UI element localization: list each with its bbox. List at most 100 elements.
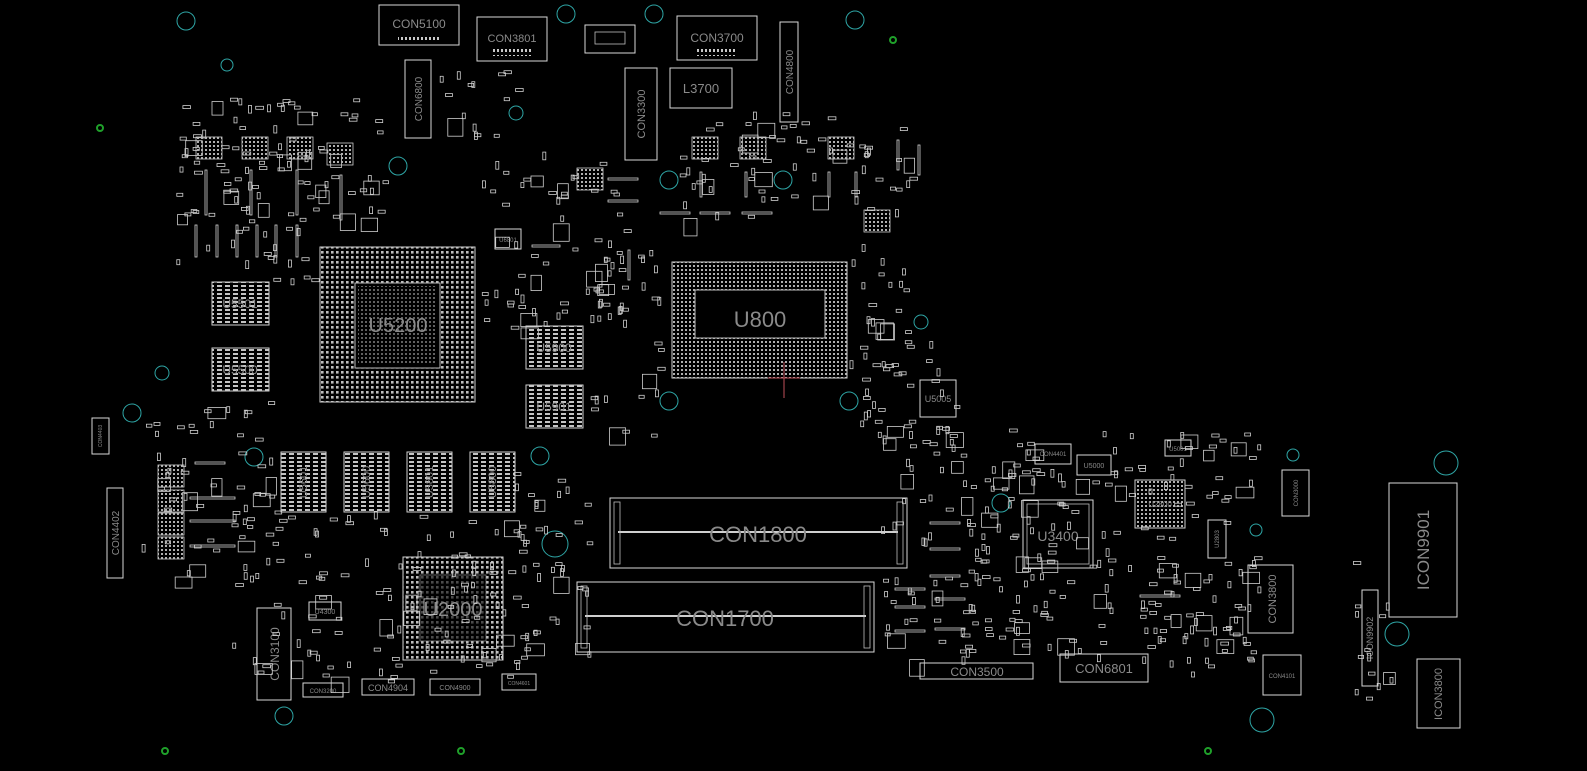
passive-footprint [296, 227, 301, 237]
inductor-l3700[interactable]: L3700 [669, 67, 733, 109]
passive-footprint [936, 368, 941, 377]
trace-part [295, 169, 299, 216]
connector-con4904[interactable]: CON4904 [361, 678, 415, 696]
passive-footprint [968, 569, 975, 574]
inductor-footprint [241, 136, 269, 160]
chip-u5901[interactable]: U5901 [525, 384, 584, 429]
passive-footprint [1230, 442, 1247, 457]
chip-u5601[interactable]: U5601 [280, 451, 327, 513]
passive-footprint [1357, 655, 1365, 659]
connector-con4402[interactable]: CON4402 [106, 487, 124, 579]
connector-con4601[interactable]: CON4601 [501, 673, 537, 691]
passive-footprint [1213, 626, 1217, 636]
passive-footprint [970, 485, 977, 489]
passive-footprint [1022, 643, 1031, 648]
passive-footprint [383, 588, 392, 592]
passive-footprint [460, 655, 465, 663]
trace-part [894, 587, 926, 591]
passive-footprint [193, 544, 202, 549]
passive-footprint [679, 173, 687, 178]
trace-part [189, 496, 236, 500]
passive-footprint [520, 327, 539, 340]
con3801-label: CON3801 [488, 33, 537, 45]
connector-con4403[interactable]: CON4403 [91, 417, 110, 455]
chip-u5600[interactable]: U5600 [343, 451, 390, 513]
connector-icon3800[interactable]: ICON3800 [1416, 658, 1461, 729]
connector-con3801[interactable]: CON3801 [476, 16, 548, 62]
passive-footprint [960, 453, 968, 458]
passive-footprint [908, 419, 917, 424]
passive-footprint [518, 305, 527, 309]
passive-footprint [1172, 563, 1179, 568]
passive-footprint [395, 663, 403, 668]
connector-con3300[interactable]: CON3300 [624, 67, 658, 161]
passive-footprint [254, 663, 273, 675]
passive-footprint [495, 601, 500, 609]
passive-footprint [1040, 613, 1049, 617]
passive-footprint [1049, 589, 1056, 594]
chip-u5800[interactable]: U5800 [469, 451, 516, 513]
passive-footprint [1157, 568, 1164, 573]
passive-footprint [1206, 494, 1214, 499]
connector-con4900[interactable]: CON4900 [429, 678, 481, 696]
chip-u5900[interactable]: U5900 [525, 325, 584, 370]
chip-u5001[interactable]: U5001 [1164, 439, 1192, 457]
passive-footprint [861, 282, 866, 290]
connector-con6800[interactable]: CON6800 [404, 59, 432, 139]
trace-part [699, 171, 703, 198]
connector-con5100[interactable]: CON5100 [378, 4, 460, 46]
passive-footprint [1212, 491, 1219, 495]
slot-con1700[interactable]: CON1700 [576, 581, 875, 653]
u5500-label: U5500 [222, 363, 258, 377]
passive-footprint [329, 517, 338, 522]
connector-con3500[interactable]: CON3500 [919, 662, 1034, 680]
chip-u5801[interactable]: U5801 [406, 451, 453, 513]
passive-footprint [965, 649, 970, 658]
connector-con3700[interactable]: CON3700 [676, 15, 758, 61]
connector-con4800[interactable]: CON4800 [779, 21, 799, 123]
passive-footprint [954, 405, 961, 409]
passive-footprint [921, 537, 926, 546]
passive-footprint [1144, 627, 1149, 634]
connector-con6801[interactable]: CON6801 [1059, 653, 1149, 683]
passive-footprint [387, 594, 392, 601]
chip-u5000[interactable]: U5000 [1076, 454, 1112, 476]
connector-con3000[interactable]: CON3000 [1281, 469, 1310, 517]
passive-footprint [555, 618, 560, 625]
passive-footprint [641, 256, 645, 263]
passive-footprint [860, 420, 865, 428]
connector-con3200[interactable]: CON3200 [302, 682, 344, 698]
chip-u5005[interactable]: U5005 [919, 379, 957, 418]
passive-footprint [928, 494, 933, 502]
chip-u5501[interactable]: U5501 [211, 281, 270, 326]
chip-u4300[interactable]: U4300 [308, 601, 342, 621]
chip-u5500[interactable]: U5500 [211, 347, 270, 392]
chip-u2803[interactable]: U2803 [1207, 519, 1227, 559]
passive-footprint [1027, 441, 1035, 446]
passive-footprint [490, 562, 494, 571]
passive-footprint [257, 464, 267, 469]
connector-icon9901[interactable]: ICON9901 [1388, 482, 1458, 618]
slot-con1800[interactable]: CON1800 [609, 497, 908, 569]
passive-footprint [1153, 627, 1158, 634]
trace-part [894, 605, 926, 609]
passive-footprint [373, 510, 378, 520]
chip-u800[interactable]: U800 [671, 261, 848, 379]
con4904-label: CON4904 [368, 683, 408, 693]
connector-icon9902[interactable]: ICON9902 [1361, 589, 1379, 687]
passive-footprint [484, 318, 491, 323]
passive-footprint [297, 111, 314, 126]
connector-con4401[interactable]: CON4401 [1034, 443, 1072, 465]
passive-footprint [223, 181, 232, 186]
connector-usb-top[interactable] [584, 24, 636, 54]
chip-u2800[interactable]: U2800 [1134, 479, 1186, 529]
chip-u5200[interactable]: U5200 [319, 246, 476, 403]
passive-footprint [1012, 533, 1020, 538]
connector-con4101[interactable]: CON4101 [1262, 654, 1302, 696]
passive-footprint [272, 541, 280, 546]
connector-con3800[interactable]: CON3800 [1247, 564, 1294, 634]
passive-footprint [883, 438, 897, 451]
chip-u6801[interactable]: U6801 [494, 228, 522, 250]
connector-con3100[interactable]: CON3100 [256, 607, 292, 701]
